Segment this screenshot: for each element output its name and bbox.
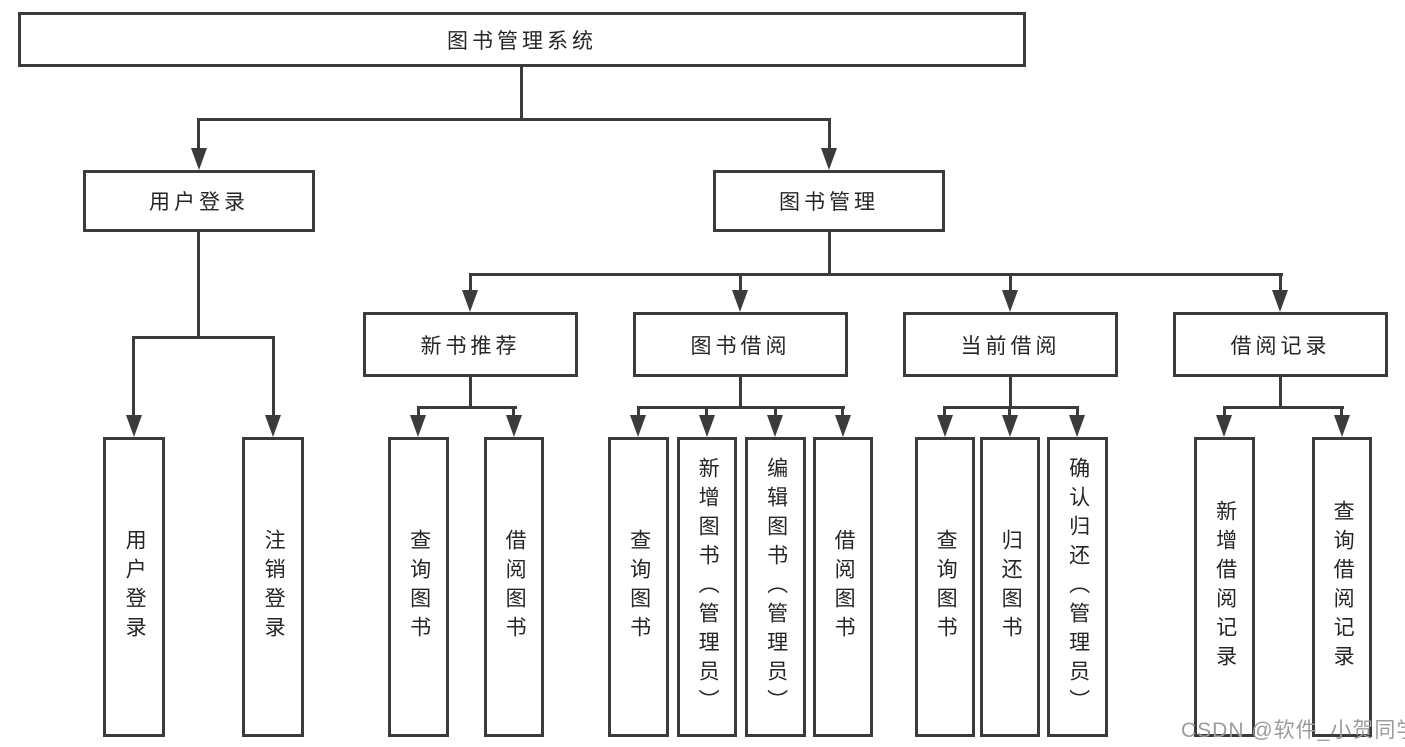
line bbox=[1009, 377, 1012, 409]
line bbox=[739, 377, 742, 409]
node-current-borrow: 当前借阅 bbox=[903, 312, 1118, 377]
arrowhead-down bbox=[630, 415, 646, 437]
line bbox=[417, 406, 517, 409]
arrowhead-down bbox=[1334, 415, 1350, 437]
leaf-current-query-books-label: 查询图书 bbox=[934, 529, 958, 645]
node-current-borrow-label: 当前借阅 bbox=[960, 334, 1061, 358]
node-new-book-recommend: 新书推荐 bbox=[363, 312, 578, 377]
line bbox=[512, 406, 515, 418]
line bbox=[469, 273, 1283, 276]
leaf-current-return-books-label: 归还图书 bbox=[999, 529, 1023, 645]
leaf-borrow-borrow-books-label: 借阅图书 bbox=[832, 529, 856, 645]
arrowhead-down bbox=[699, 415, 715, 437]
line bbox=[1223, 406, 1226, 418]
arrowhead-down bbox=[821, 148, 837, 170]
leaf-record-query-label: 查询借阅记录 bbox=[1331, 500, 1355, 674]
line bbox=[1279, 273, 1282, 293]
node-book-borrow-label: 图书借阅 bbox=[690, 334, 791, 358]
line bbox=[469, 377, 472, 409]
line bbox=[132, 336, 275, 339]
arrowhead-down bbox=[767, 415, 783, 437]
arrowhead-down bbox=[265, 415, 281, 437]
arrowhead-down bbox=[191, 148, 207, 170]
node-book-borrow: 图书借阅 bbox=[633, 312, 848, 377]
leaf-user-login-label: 用户登录 bbox=[123, 529, 147, 645]
node-root: 图书管理系统 bbox=[18, 12, 1026, 67]
node-user-login: 用户登录 bbox=[83, 170, 315, 232]
line bbox=[739, 273, 742, 293]
line bbox=[1009, 273, 1012, 293]
line bbox=[1076, 406, 1079, 418]
arrowhead-down bbox=[506, 415, 522, 437]
arrowhead-down bbox=[1002, 290, 1018, 312]
node-book-management: 图书管理 bbox=[713, 170, 945, 232]
line bbox=[197, 118, 200, 150]
line bbox=[841, 406, 844, 418]
arrowhead-down bbox=[126, 415, 142, 437]
leaf-current-return-books: 归还图书 bbox=[980, 437, 1040, 737]
arrowhead-down bbox=[835, 415, 851, 437]
leaf-user-login: 用户登录 bbox=[103, 437, 165, 737]
line bbox=[197, 232, 200, 339]
line bbox=[417, 406, 420, 418]
line bbox=[272, 336, 275, 417]
line bbox=[132, 336, 135, 417]
arrowhead-down bbox=[1216, 415, 1232, 437]
line bbox=[774, 406, 777, 418]
leaf-borrow-query-books: 查询图书 bbox=[608, 437, 669, 737]
line bbox=[469, 273, 472, 293]
arrowhead-down bbox=[1272, 290, 1288, 312]
line bbox=[197, 118, 831, 121]
leaf-current-query-books: 查询图书 bbox=[915, 437, 975, 737]
leaf-logout: 注销登录 bbox=[242, 437, 304, 737]
leaf-borrow-edit-books-admin: 编辑图书（管理员） bbox=[745, 437, 806, 737]
arrowhead-down bbox=[732, 290, 748, 312]
line bbox=[943, 406, 1079, 409]
line bbox=[1008, 406, 1011, 418]
leaf-borrow-borrow-books: 借阅图书 bbox=[813, 437, 873, 737]
node-book-management-label: 图书管理 bbox=[779, 191, 879, 214]
line bbox=[1223, 406, 1344, 409]
arrowhead-down bbox=[1002, 415, 1018, 437]
line bbox=[705, 406, 708, 418]
leaf-recommend-borrow-books-label: 借阅图书 bbox=[503, 529, 527, 645]
arrowhead-down bbox=[937, 415, 953, 437]
leaf-current-confirm-return-admin: 确认归还（管理员） bbox=[1047, 437, 1108, 737]
arrowhead-down bbox=[410, 415, 426, 437]
leaf-borrow-add-books-admin-label: 新增图书（管理员） bbox=[696, 456, 720, 718]
line bbox=[520, 67, 523, 121]
leaf-recommend-borrow-books: 借阅图书 bbox=[484, 437, 544, 737]
node-borrow-record-label: 借阅记录 bbox=[1230, 334, 1331, 358]
node-user-login-label: 用户登录 bbox=[149, 191, 249, 214]
leaf-recommend-query-books-label: 查询图书 bbox=[407, 529, 431, 645]
line bbox=[828, 118, 831, 150]
line bbox=[637, 406, 845, 409]
line bbox=[1279, 377, 1282, 409]
line bbox=[943, 406, 946, 418]
line bbox=[637, 406, 640, 418]
node-root-label: 图书管理系统 bbox=[447, 29, 597, 53]
arrowhead-down bbox=[1069, 415, 1085, 437]
leaf-record-add: 新增借阅记录 bbox=[1194, 437, 1255, 737]
leaf-record-add-label: 新增借阅记录 bbox=[1213, 500, 1237, 674]
node-borrow-record: 借阅记录 bbox=[1173, 312, 1388, 377]
leaf-borrow-query-books-label: 查询图书 bbox=[627, 529, 651, 645]
arrowhead-down bbox=[462, 290, 478, 312]
leaf-borrow-edit-books-admin-label: 编辑图书（管理员） bbox=[764, 456, 788, 718]
line bbox=[828, 232, 831, 276]
leaf-record-query: 查询借阅记录 bbox=[1312, 437, 1372, 737]
node-new-book-recommend-label: 新书推荐 bbox=[420, 334, 521, 358]
leaf-current-confirm-return-admin-label: 确认归还（管理员） bbox=[1066, 456, 1090, 718]
leaf-recommend-query-books: 查询图书 bbox=[388, 437, 449, 737]
csdn-watermark: CSDN @软件_小贺同学 bbox=[1181, 719, 1405, 742]
line bbox=[1340, 406, 1343, 418]
leaf-logout-label: 注销登录 bbox=[262, 529, 286, 645]
leaf-borrow-add-books-admin: 新增图书（管理员） bbox=[677, 437, 737, 737]
